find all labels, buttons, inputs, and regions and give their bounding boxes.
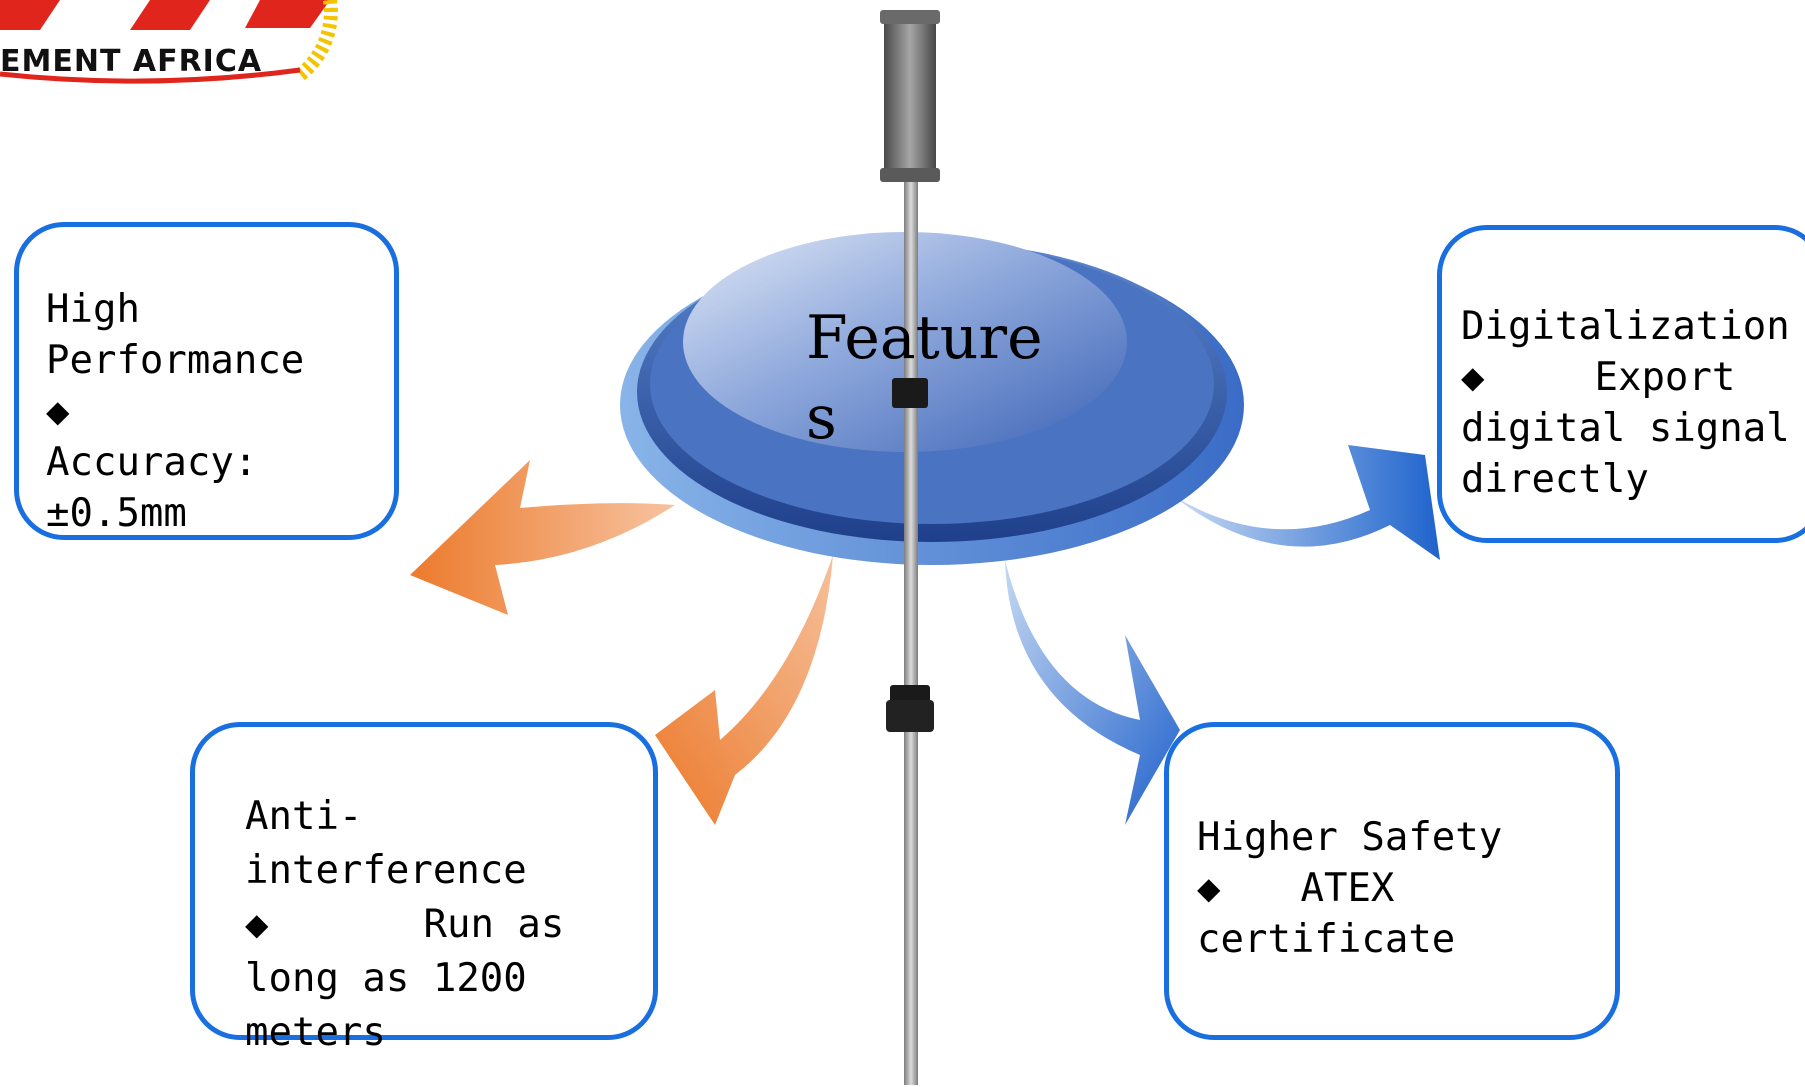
high-performance-bullet: ◆ <box>46 389 70 434</box>
arrow-to-anti-interference <box>655 555 833 825</box>
high-performance-heading-line1: High <box>46 287 140 332</box>
digitalization-heading: Digitalization <box>1461 304 1790 349</box>
higher-safety-detail-line2: certificate <box>1197 917 1456 962</box>
center-title-line1: Feature <box>806 303 1043 373</box>
high-performance-box <box>14 222 399 540</box>
center-title: Feature s <box>806 298 1066 458</box>
digitalization-detail-line1: Export <box>1594 355 1736 400</box>
logo-red-shape-3 <box>245 0 330 28</box>
digitalization-box <box>1437 225 1805 543</box>
logo-red-shape-1 <box>0 0 60 30</box>
logo-red-shape-2 <box>130 0 210 30</box>
anti-interference-heading-line2: interference <box>245 848 527 893</box>
high-performance-detail-line2: ±0.5mm <box>46 491 187 536</box>
higher-safety-heading: Higher Safety <box>1197 815 1503 860</box>
logo-mark <box>0 0 338 84</box>
arrow-to-higher-safety <box>1005 560 1180 825</box>
digitalization-detail-line3: directly <box>1461 457 1649 502</box>
level-sensor <box>880 10 940 1085</box>
logo-text: EMENT AFRICA <box>0 44 263 79</box>
logo-yellow-arc <box>295 0 338 81</box>
anti-interference-heading-line1: Anti- <box>245 794 363 839</box>
anti-interference-text: Anti- interference ◆Run as long as 1200 … <box>245 790 564 1060</box>
anti-interference-box <box>190 722 658 1040</box>
high-performance-heading-line2: Performance <box>46 338 305 383</box>
digitalization-detail-line2: digital signal <box>1461 406 1790 451</box>
high-performance-text: High Performance ◆ Accuracy: ±0.5mm <box>46 284 304 539</box>
anti-interference-bullet: ◆ <box>245 902 269 947</box>
arrow-to-high-performance <box>410 460 675 615</box>
sensor-float <box>886 700 934 732</box>
anti-interference-detail-line3: meters <box>245 1010 386 1055</box>
digitalization-text: Digitalization ◆ Export digital signal di… <box>1461 301 1790 505</box>
sensor-head <box>884 10 936 182</box>
center-title-line2: s <box>806 383 837 453</box>
logo-red-swoosh <box>0 67 301 84</box>
higher-safety-bullet: ◆ <box>1197 866 1221 911</box>
anti-interference-detail-line1: Run as <box>423 902 565 947</box>
arrow-to-digitalization <box>1172 445 1440 560</box>
higher-safety-box <box>1164 722 1620 1040</box>
digitalization-bullet: ◆ <box>1461 355 1485 400</box>
central-disc <box>620 232 1244 565</box>
higher-safety-text: Higher Safety ◆ ATEX certificate <box>1197 812 1502 965</box>
higher-safety-detail-line1: ATEX <box>1300 866 1395 911</box>
sensor-head-collar <box>880 168 940 182</box>
high-performance-detail-line1: Accuracy: <box>46 440 258 485</box>
anti-interference-detail-line2: long as 1200 <box>245 956 527 1001</box>
sensor-clamp <box>892 378 928 408</box>
sensor-head-cap <box>880 10 940 24</box>
